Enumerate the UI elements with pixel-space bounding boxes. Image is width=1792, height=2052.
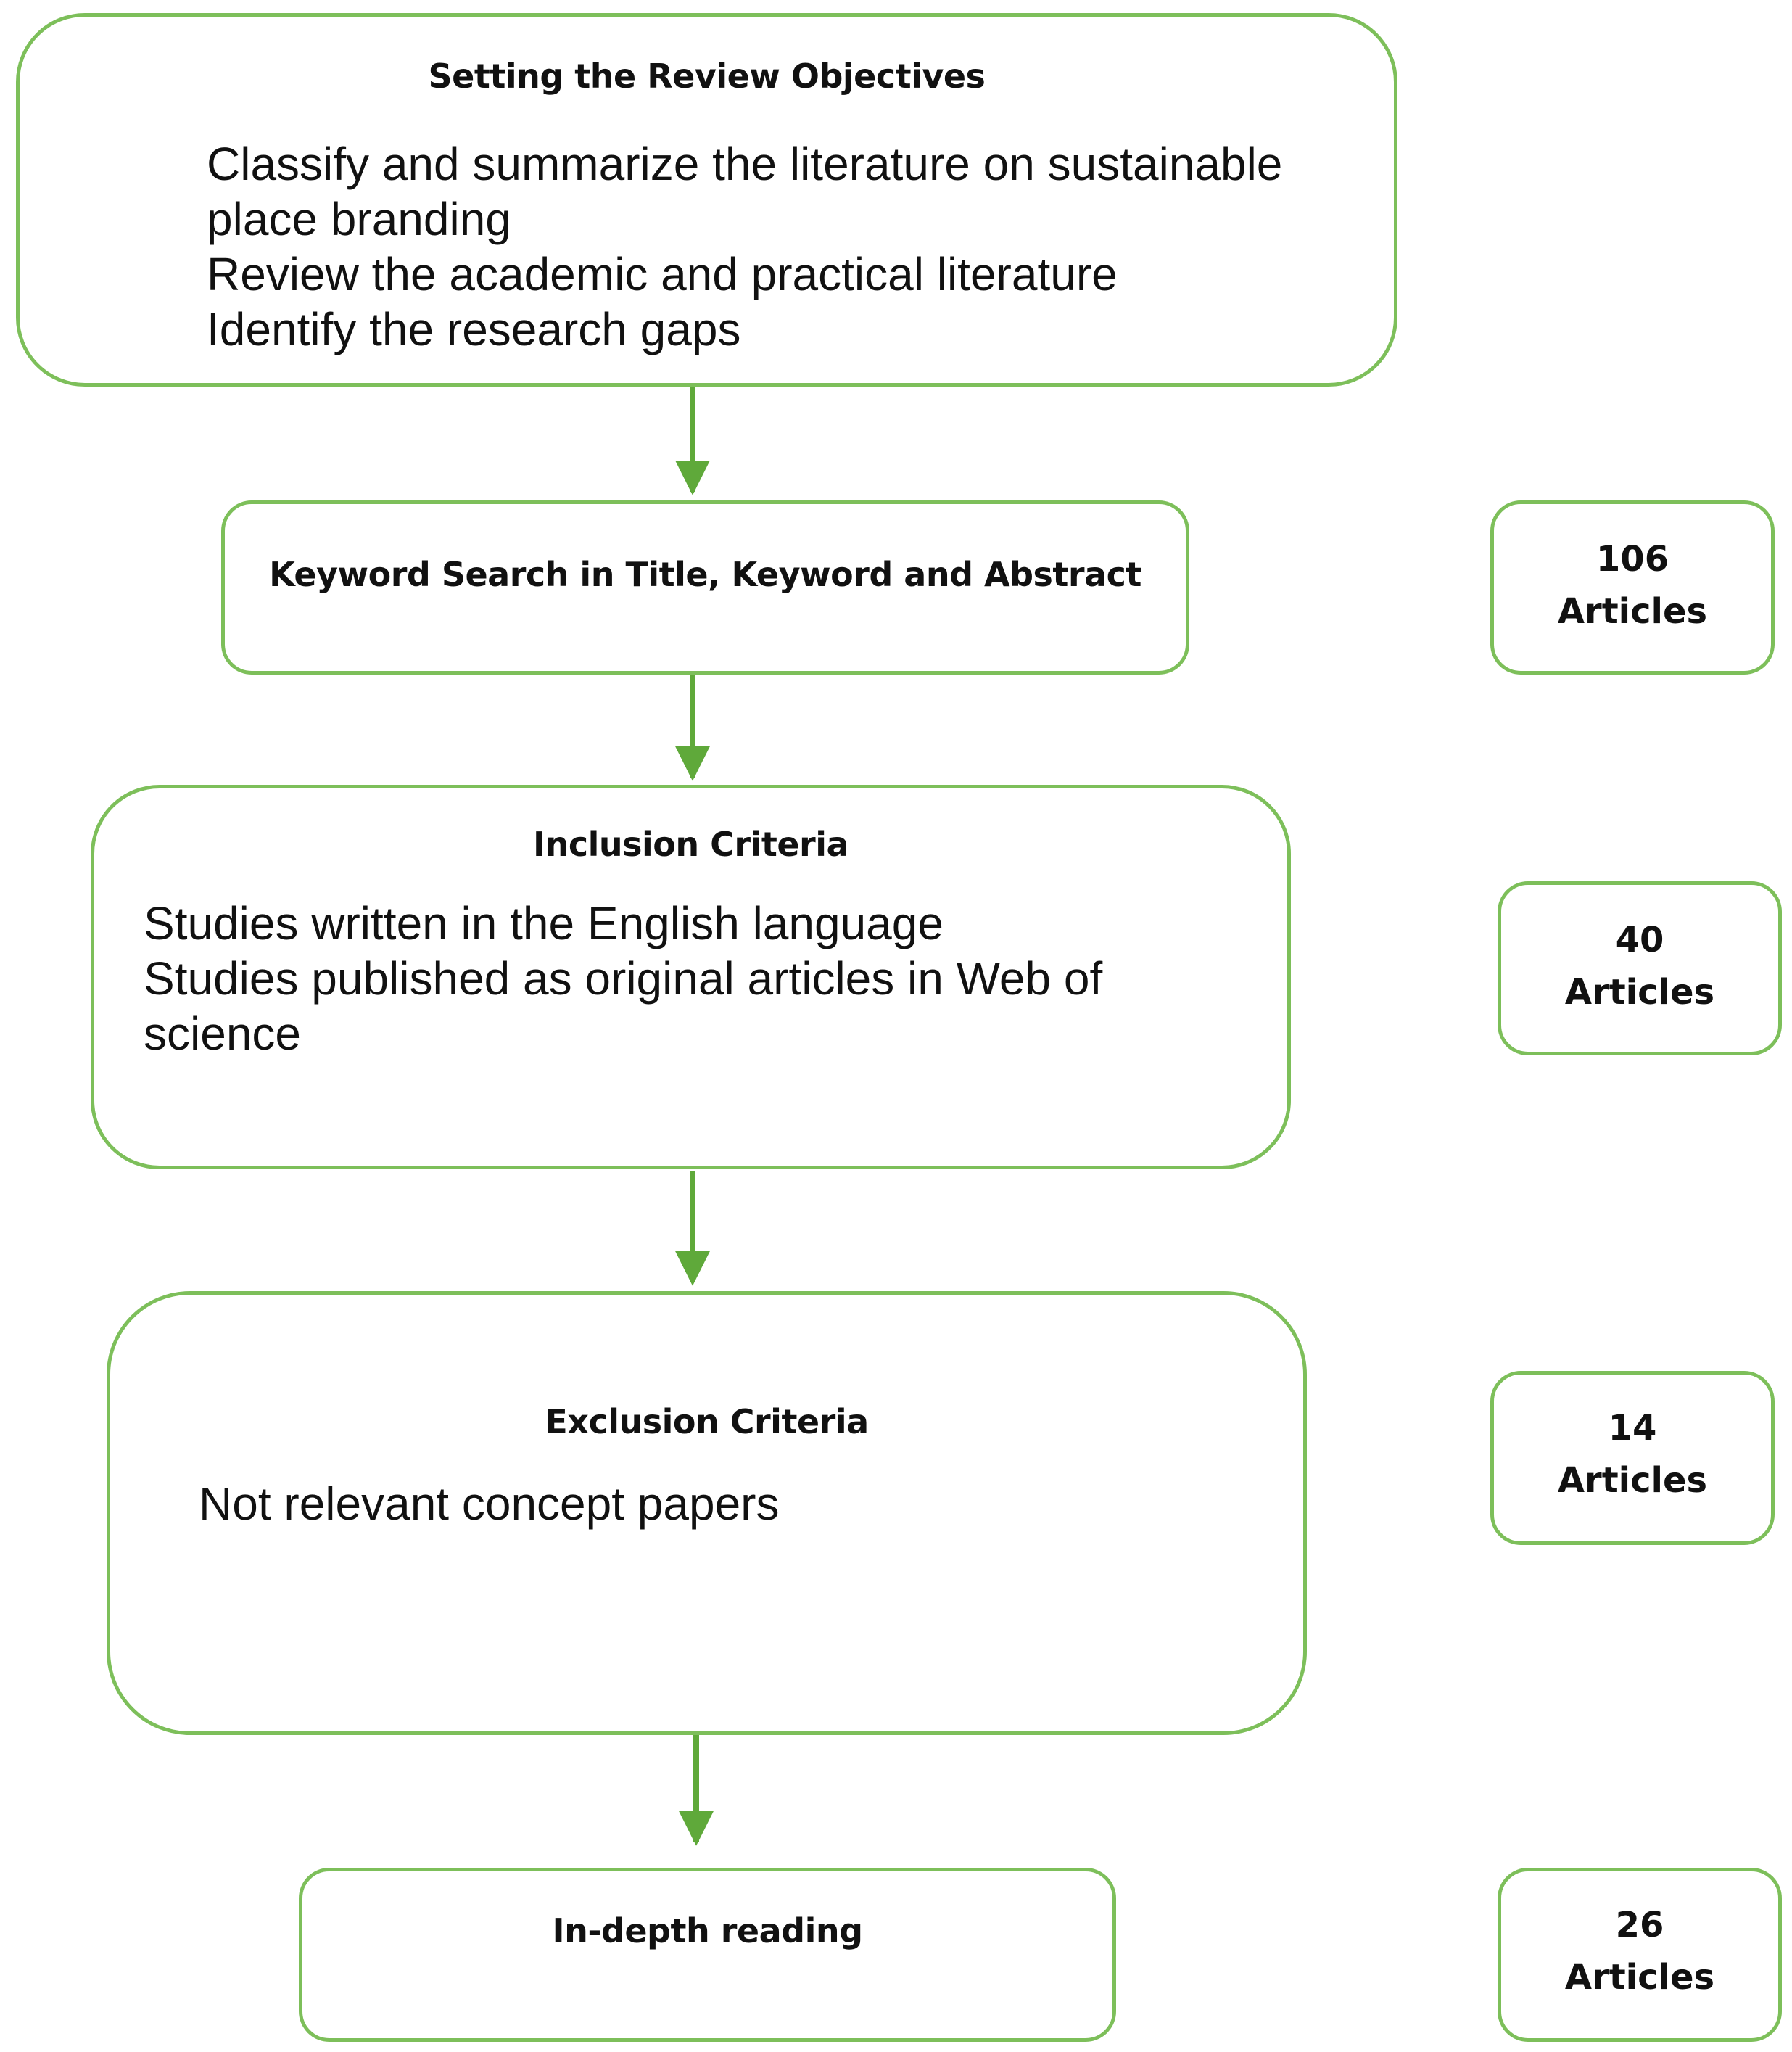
exclusion-title: Exclusion Criteria (545, 1402, 869, 1441)
count-number: 40 (1615, 920, 1664, 960)
exclusion-box: Exclusion Criteria Not relevant concept … (107, 1291, 1307, 1735)
exclusion-line: Not relevant concept papers (199, 1478, 780, 1530)
count-box-exclusion: 14 Articles (1490, 1371, 1775, 1545)
objectives-box: Setting the Review Objectives Classify a… (16, 13, 1397, 387)
count-box-search: 106 Articles (1490, 500, 1775, 675)
count-value: 40 Articles (1501, 914, 1778, 1018)
objectives-list: Classify and summarize the literature on… (207, 136, 1282, 357)
count-box-inclusion: 40 Articles (1498, 881, 1782, 1055)
keyword-search-box: Keyword Search in Title, Keyword and Abs… (221, 500, 1189, 675)
count-number: 14 (1608, 1408, 1657, 1449)
objectives-line: Classify and summarize the literature on… (207, 138, 1283, 190)
reading-box: In-depth reading (299, 1868, 1116, 2042)
exclusion-list: Not relevant concept papers (199, 1476, 779, 1531)
inclusion-box: Inclusion Criteria Studies written in th… (91, 785, 1291, 1169)
objectives-line: place branding (207, 193, 511, 245)
count-value: 26 Articles (1501, 1899, 1778, 2003)
count-value: 14 Articles (1494, 1402, 1771, 1507)
inclusion-list: Studies written in the English language … (144, 896, 1102, 1061)
objectives-line: Identify the research gaps (207, 303, 741, 355)
count-unit: Articles (1557, 591, 1708, 632)
reading-title: In-depth reading (552, 1911, 863, 1950)
count-unit: Articles (1564, 972, 1715, 1013)
keyword-search-title: Keyword Search in Title, Keyword and Abs… (269, 555, 1141, 594)
objectives-line: Review the academic and practical litera… (207, 248, 1118, 300)
inclusion-line: science (144, 1008, 301, 1060)
count-box-reading: 26 Articles (1498, 1868, 1782, 2042)
inclusion-line: Studies written in the English language (144, 897, 944, 949)
count-unit: Articles (1564, 1957, 1715, 1998)
count-value: 106 Articles (1494, 533, 1771, 638)
objectives-title: Setting the Review Objectives (428, 57, 986, 96)
inclusion-line: Studies published as original articles i… (144, 952, 1103, 1005)
count-unit: Articles (1557, 1460, 1708, 1501)
inclusion-title: Inclusion Criteria (532, 825, 849, 864)
count-number: 26 (1615, 1905, 1664, 1945)
count-number: 106 (1595, 539, 1669, 580)
